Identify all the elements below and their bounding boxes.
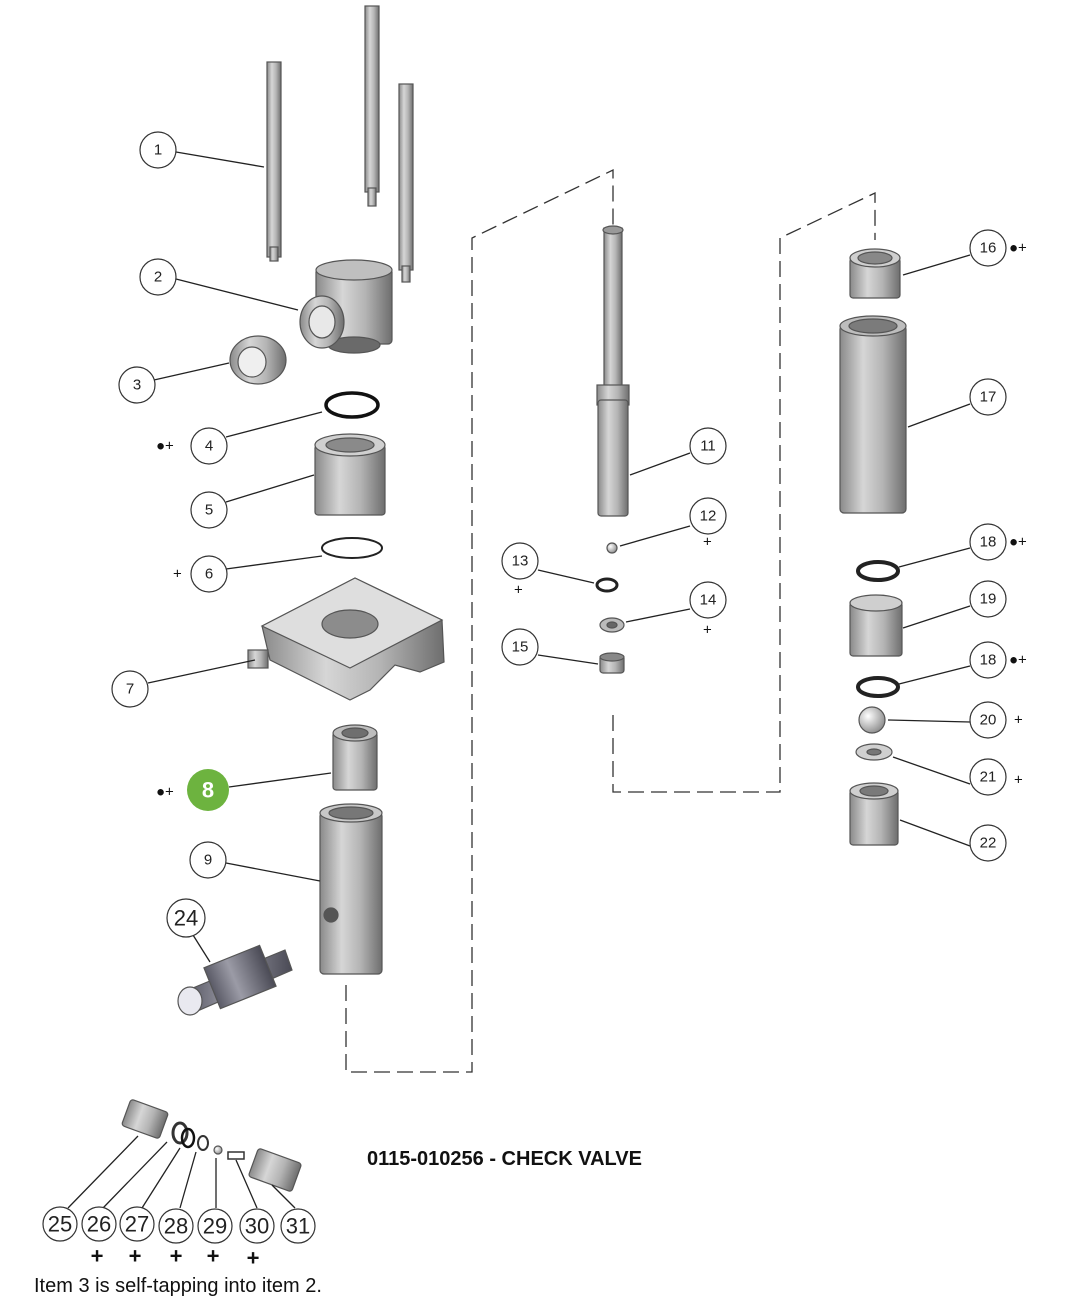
svg-text:+: + <box>703 622 712 639</box>
parts-12-15-small <box>595 542 625 674</box>
svg-text:14: 14 <box>700 592 717 609</box>
svg-text:15: 15 <box>512 639 529 656</box>
svg-text:11: 11 <box>700 438 716 455</box>
svg-text:12: 12 <box>700 508 717 525</box>
svg-text:+: + <box>207 1244 220 1269</box>
callout-13: 13 + <box>501 542 539 599</box>
callout-26: 26 + <box>81 1206 117 1269</box>
svg-text:29: 29 <box>203 1214 227 1239</box>
svg-text:●+: ●+ <box>156 438 174 455</box>
svg-text:+: + <box>703 534 712 551</box>
svg-text:+: + <box>173 566 182 583</box>
svg-text:24: 24 <box>174 906 198 931</box>
part-16-cap <box>849 248 901 299</box>
callout-12: 12 + <box>689 497 727 551</box>
callout-2: 2 <box>139 258 177 296</box>
svg-text:28: 28 <box>164 1214 188 1239</box>
footnote: Item 3 is self-tapping into item 2. <box>34 1275 322 1297</box>
callout-11: 11 <box>689 427 727 465</box>
svg-text:+: + <box>170 1244 183 1269</box>
svg-text:+: + <box>91 1244 104 1269</box>
svg-text:2: 2 <box>154 269 162 286</box>
callout-6: + 6 <box>173 555 228 593</box>
part-6-snap-ring <box>321 537 383 559</box>
part-4-oring <box>324 391 380 419</box>
callout-5: 5 <box>190 491 228 529</box>
callout-30: 30 + <box>239 1208 275 1271</box>
svg-text:+: + <box>129 1244 142 1269</box>
svg-text:9: 9 <box>204 852 212 869</box>
part-2-housing <box>299 259 393 354</box>
check-valve-small-assembly <box>121 1099 302 1192</box>
callout-20: 20 + <box>969 701 1023 739</box>
callout-28: 28 + <box>158 1208 194 1269</box>
callout-27: 27 + <box>119 1206 155 1269</box>
svg-text:●+: ●+ <box>1009 652 1027 669</box>
callout-8-highlighted[interactable]: ●+ 8 <box>156 769 229 811</box>
callout-9: 9 <box>189 841 227 879</box>
svg-text:27: 27 <box>125 1212 149 1237</box>
part-24-fitting <box>177 944 293 1016</box>
svg-text:5: 5 <box>205 502 213 519</box>
svg-text:25: 25 <box>48 1212 72 1237</box>
part-3-bushing <box>229 335 287 385</box>
svg-text:31: 31 <box>286 1214 310 1239</box>
assembly-path-lines <box>345 168 876 1073</box>
svg-text:●+: ●+ <box>1009 240 1027 257</box>
svg-text:13: 13 <box>512 553 529 570</box>
svg-text:7: 7 <box>126 681 134 698</box>
svg-text:+: + <box>514 582 523 599</box>
svg-text:26: 26 <box>87 1212 111 1237</box>
callout-16: 16 ●+ <box>969 229 1027 267</box>
svg-text:1: 1 <box>154 142 162 159</box>
callout-25: 25 <box>42 1206 78 1242</box>
svg-text:17: 17 <box>980 389 997 406</box>
svg-text:●+: ●+ <box>1009 534 1027 551</box>
svg-text:6: 6 <box>205 566 213 583</box>
svg-text:+: + <box>1014 772 1023 789</box>
callout-14: 14 + <box>689 581 727 639</box>
svg-text:+: + <box>1014 712 1023 729</box>
svg-text:+: + <box>247 1246 260 1271</box>
callout-18-upper: 18 ●+ <box>969 523 1027 561</box>
svg-text:3: 3 <box>133 377 141 394</box>
callout-15: 15 <box>501 628 539 666</box>
callout-24: 24 <box>166 898 206 938</box>
part-5-nut <box>314 433 386 516</box>
svg-text:21: 21 <box>980 769 997 786</box>
svg-text:20: 20 <box>980 712 997 729</box>
part-11-piston-rod <box>596 225 630 517</box>
leader-lines <box>67 151 971 1209</box>
svg-text:8: 8 <box>202 778 214 803</box>
callout-4: ●+ 4 <box>156 427 228 465</box>
callout-21: 21 + <box>969 758 1023 796</box>
svg-text:16: 16 <box>980 240 997 257</box>
svg-text:4: 4 <box>205 438 213 455</box>
svg-text:22: 22 <box>980 835 997 852</box>
callout-18-lower: 18 ●+ <box>969 641 1027 679</box>
svg-text:18: 18 <box>980 534 997 551</box>
svg-text:18: 18 <box>980 652 997 669</box>
part-9-cylinder <box>319 803 383 975</box>
svg-text:●+: ●+ <box>156 784 174 801</box>
callout-1: 1 <box>139 131 177 169</box>
callout-19: 19 <box>969 580 1007 618</box>
callout-3: 3 <box>118 366 156 404</box>
diagram-title: 0115-010256 - CHECK VALVE <box>367 1148 642 1170</box>
part-17-tube <box>839 315 907 514</box>
part-1-rods <box>266 5 414 283</box>
part-7-mount-plate <box>247 577 445 701</box>
svg-text:19: 19 <box>980 591 997 608</box>
callout-7: 7 <box>111 670 149 708</box>
callout-31: 31 <box>280 1208 316 1244</box>
callout-17: 17 <box>969 378 1007 416</box>
svg-text:30: 30 <box>245 1214 269 1239</box>
parts-18-22-valve-stack <box>849 560 903 846</box>
part-8-sleeve <box>332 724 378 791</box>
callout-29: 29 + <box>197 1208 233 1269</box>
callout-22: 22 <box>969 824 1007 862</box>
